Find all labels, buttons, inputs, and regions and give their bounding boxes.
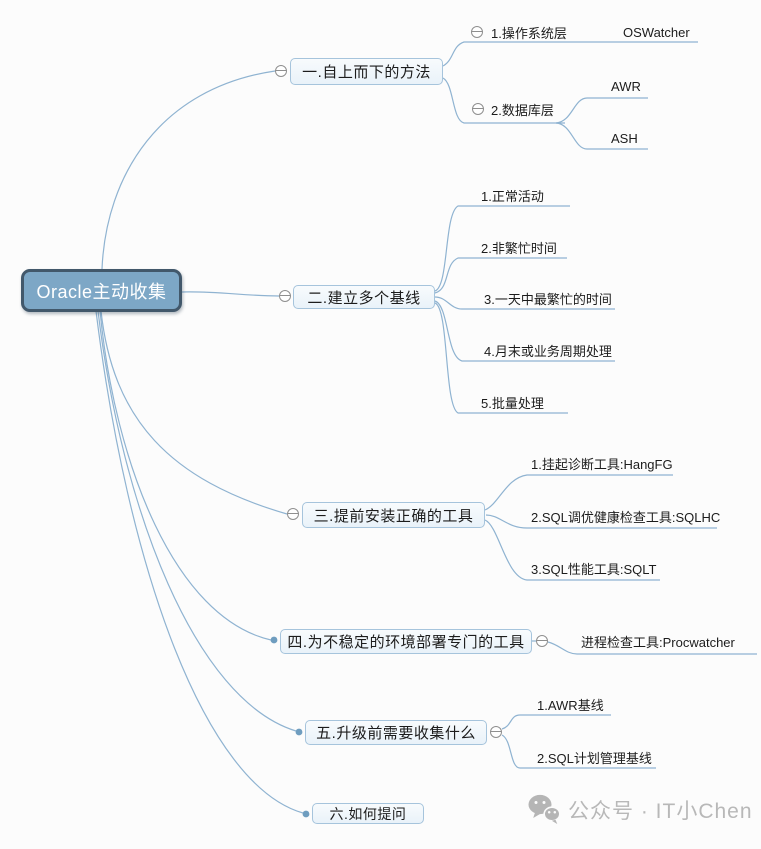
branch-anchor-dots <box>270 636 310 818</box>
connector <box>434 300 615 362</box>
topic-awr[interactable]: AWR <box>611 79 641 94</box>
connector <box>434 257 567 294</box>
branch3-connectors <box>484 474 717 581</box>
watermark-text: 公众号 · IT小Chen <box>568 799 753 823</box>
topic-month-end-processing[interactable]: 4.月末或业务周期处理 <box>484 344 612 359</box>
topic-db-layer[interactable]: 2.数据库层 <box>491 103 554 118</box>
collapse-icon[interactable] <box>472 103 484 115</box>
branch5-connectors <box>501 714 656 769</box>
branch-top-down-method[interactable]: 一.自上而下的方法 <box>290 58 443 85</box>
branch1-connectors <box>442 41 698 150</box>
topic-batch-processing[interactable]: 5.批量处理 <box>481 396 544 411</box>
topic-ash[interactable]: ASH <box>611 131 638 146</box>
branch-anchor-dot <box>295 728 303 736</box>
topic-sql-plan-baseline[interactable]: 2.SQL计划管理基线 <box>537 751 652 766</box>
connector <box>97 310 297 732</box>
connector <box>547 641 757 655</box>
collapse-icon[interactable] <box>275 65 287 77</box>
connector <box>442 77 565 124</box>
connector <box>485 514 717 529</box>
connector <box>434 296 615 310</box>
connector <box>100 310 288 515</box>
connector <box>501 734 656 769</box>
connector <box>484 519 660 581</box>
connector <box>442 41 698 67</box>
branch-multiple-baselines[interactable]: 二.建立多个基线 <box>293 285 435 309</box>
topic-os-layer[interactable]: 1.操作系统层 <box>491 26 567 41</box>
collapse-icon[interactable] <box>471 26 483 38</box>
topic-awr-baseline[interactable]: 1.AWR基线 <box>537 698 604 713</box>
connector <box>101 70 276 270</box>
topic-oswatcher[interactable]: OSWatcher <box>623 25 690 40</box>
topic-sqlhc[interactable]: 2.SQL调优健康检查工具:SQLHC <box>531 510 721 525</box>
topic-sqlt[interactable]: 3.SQL性能工具:SQLT <box>531 562 657 577</box>
topic-hangfg[interactable]: 1.挂起诊断工具:HangFG <box>531 457 673 472</box>
connector <box>484 474 673 511</box>
collapse-icon[interactable] <box>287 508 299 520</box>
connector <box>99 310 272 641</box>
root-connectors <box>95 70 304 814</box>
topic-busiest-time[interactable]: 3.一天中最繁忙的时间 <box>484 292 612 307</box>
branch-install-correct-tools[interactable]: 三.提前安装正确的工具 <box>302 502 485 528</box>
connector <box>501 714 611 730</box>
collapse-icon[interactable] <box>490 726 502 738</box>
collapse-icon[interactable] <box>279 290 291 302</box>
connector <box>434 205 570 292</box>
connector <box>555 122 648 150</box>
branch-anchor-dot <box>270 636 278 644</box>
branch-unstable-env-tools[interactable]: 四.为不稳定的环境部署专门的工具 <box>280 629 532 654</box>
wechat-icon <box>528 794 560 824</box>
branch4-connectors <box>532 640 757 655</box>
collapse-icon[interactable] <box>536 635 548 647</box>
watermark: 公众号 · IT小Chen <box>528 794 753 825</box>
connector <box>434 302 568 414</box>
connector <box>555 97 648 124</box>
connector <box>181 291 280 297</box>
topic-normal-activity[interactable]: 1.正常活动 <box>481 189 544 204</box>
branch-how-to-ask[interactable]: 六.如何提问 <box>312 803 424 824</box>
topic-procwatcher[interactable]: 进程检查工具:Procwatcher <box>581 635 735 650</box>
root-node[interactable]: Oracle主动收集 <box>21 269 182 312</box>
branch2-connectors <box>434 205 615 414</box>
topic-non-busy-time[interactable]: 2.非繁忙时间 <box>481 241 557 256</box>
connector <box>95 310 304 814</box>
branch-anchor-dot <box>302 810 310 818</box>
branch-upgrade-collect[interactable]: 五.升级前需要收集什么 <box>305 720 487 745</box>
